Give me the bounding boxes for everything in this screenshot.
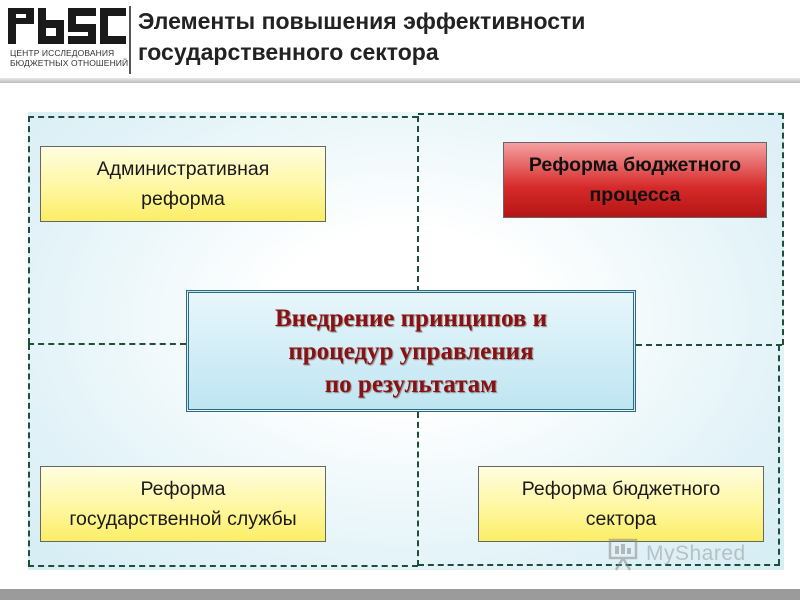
logo-emblem <box>8 8 126 44</box>
node-administrative-reform: Административная реформа <box>40 140 332 222</box>
watermark: MyShared <box>606 536 776 572</box>
dashed-line-top-right <box>418 113 784 115</box>
dashed-line-left-upper <box>28 116 30 344</box>
dashed-line-left-lower <box>28 344 30 566</box>
dashed-line-right-lower <box>778 345 780 565</box>
node-budget-sector-reform: Реформа бюджетного сектора <box>478 460 770 542</box>
dashed-line-bottom-left <box>28 565 418 567</box>
presentation-board-icon <box>608 538 638 571</box>
center-node-label: Внедрение принципов и процедур управлени… <box>274 304 547 398</box>
center-node-results-management: Внедрение принципов и процедур управлени… <box>186 290 636 412</box>
logo-caption-line2: БЮДЖЕТНЫХ ОТНОШЕНИЙ <box>10 58 129 68</box>
dashed-line-middle-right <box>636 344 782 346</box>
dashed-line-center-upper <box>417 116 419 292</box>
node-budget-process-reform: Реформа бюджетного процесса <box>503 136 773 218</box>
header-rule <box>0 78 800 83</box>
dashed-line-right-upper <box>782 113 784 345</box>
header-divider <box>129 6 131 74</box>
cibo-logo: ЦЕНТР ИССЛЕДОВАНИЯ БЮДЖЕТНЫХ ОТНОШЕНИЙ <box>4 4 128 74</box>
logo-caption-line1: ЦЕНТР ИССЛЕДОВАНИЯ <box>10 48 115 58</box>
dashed-line-bottom-right <box>418 564 780 566</box>
node-administrative-reform-label: Административная реформа <box>96 158 270 210</box>
dashed-line-center-lower <box>417 412 419 566</box>
footer-bar <box>0 589 800 600</box>
node-budget-sector-reform-label: Реформа бюджетного сектора <box>521 478 721 530</box>
dashed-line-middle-left <box>28 343 186 345</box>
logo-caption: ЦЕНТР ИССЛЕДОВАНИЯ БЮДЖЕТНЫХ ОТНОШЕНИЙ <box>10 48 128 68</box>
node-civil-service-reform-label: Реформа государственной службы <box>69 478 297 530</box>
watermark-text: MyShared <box>646 542 746 565</box>
slide-title: Элементы повышения эффективности государ… <box>138 8 586 65</box>
node-budget-process-reform-label: Реформа бюджетного процесса <box>528 154 742 206</box>
node-civil-service-reform: Реформа государственной службы <box>40 460 332 542</box>
dashed-line-top-left <box>28 116 418 118</box>
slide-header: ЦЕНТР ИССЛЕДОВАНИЯ БЮДЖЕТНЫХ ОТНОШЕНИЙ Э… <box>0 0 800 83</box>
